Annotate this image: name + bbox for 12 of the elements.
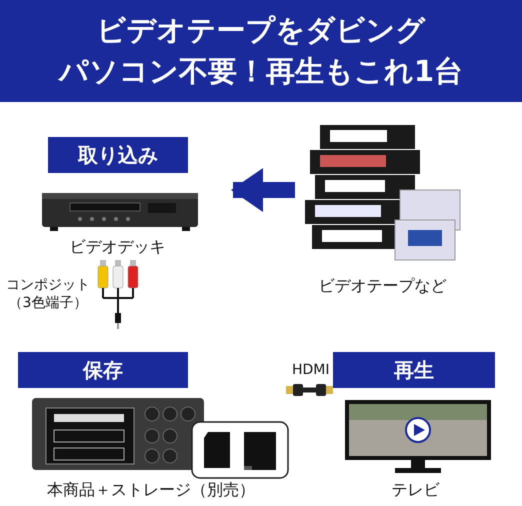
section-heading: 取り込み (48, 137, 188, 173)
node-label: ビデオデッキ (68, 237, 166, 258)
node-label: 本商品＋ストレージ（別売） (46, 480, 256, 501)
node-label: ビデオテープなど (318, 276, 448, 297)
section-heading: 保存 (18, 352, 188, 388)
cable-label: コンポジット（3色端子） (5, 276, 91, 312)
node-label: テレビ (390, 480, 440, 501)
section-heading: 再生 (333, 352, 495, 388)
subtitle: パソコン不要！再生もこれ1台 (57, 53, 464, 90)
hdmi-cable (286, 384, 333, 396)
arrow (231, 168, 295, 212)
title: ビデオテープをダビング (96, 12, 426, 50)
